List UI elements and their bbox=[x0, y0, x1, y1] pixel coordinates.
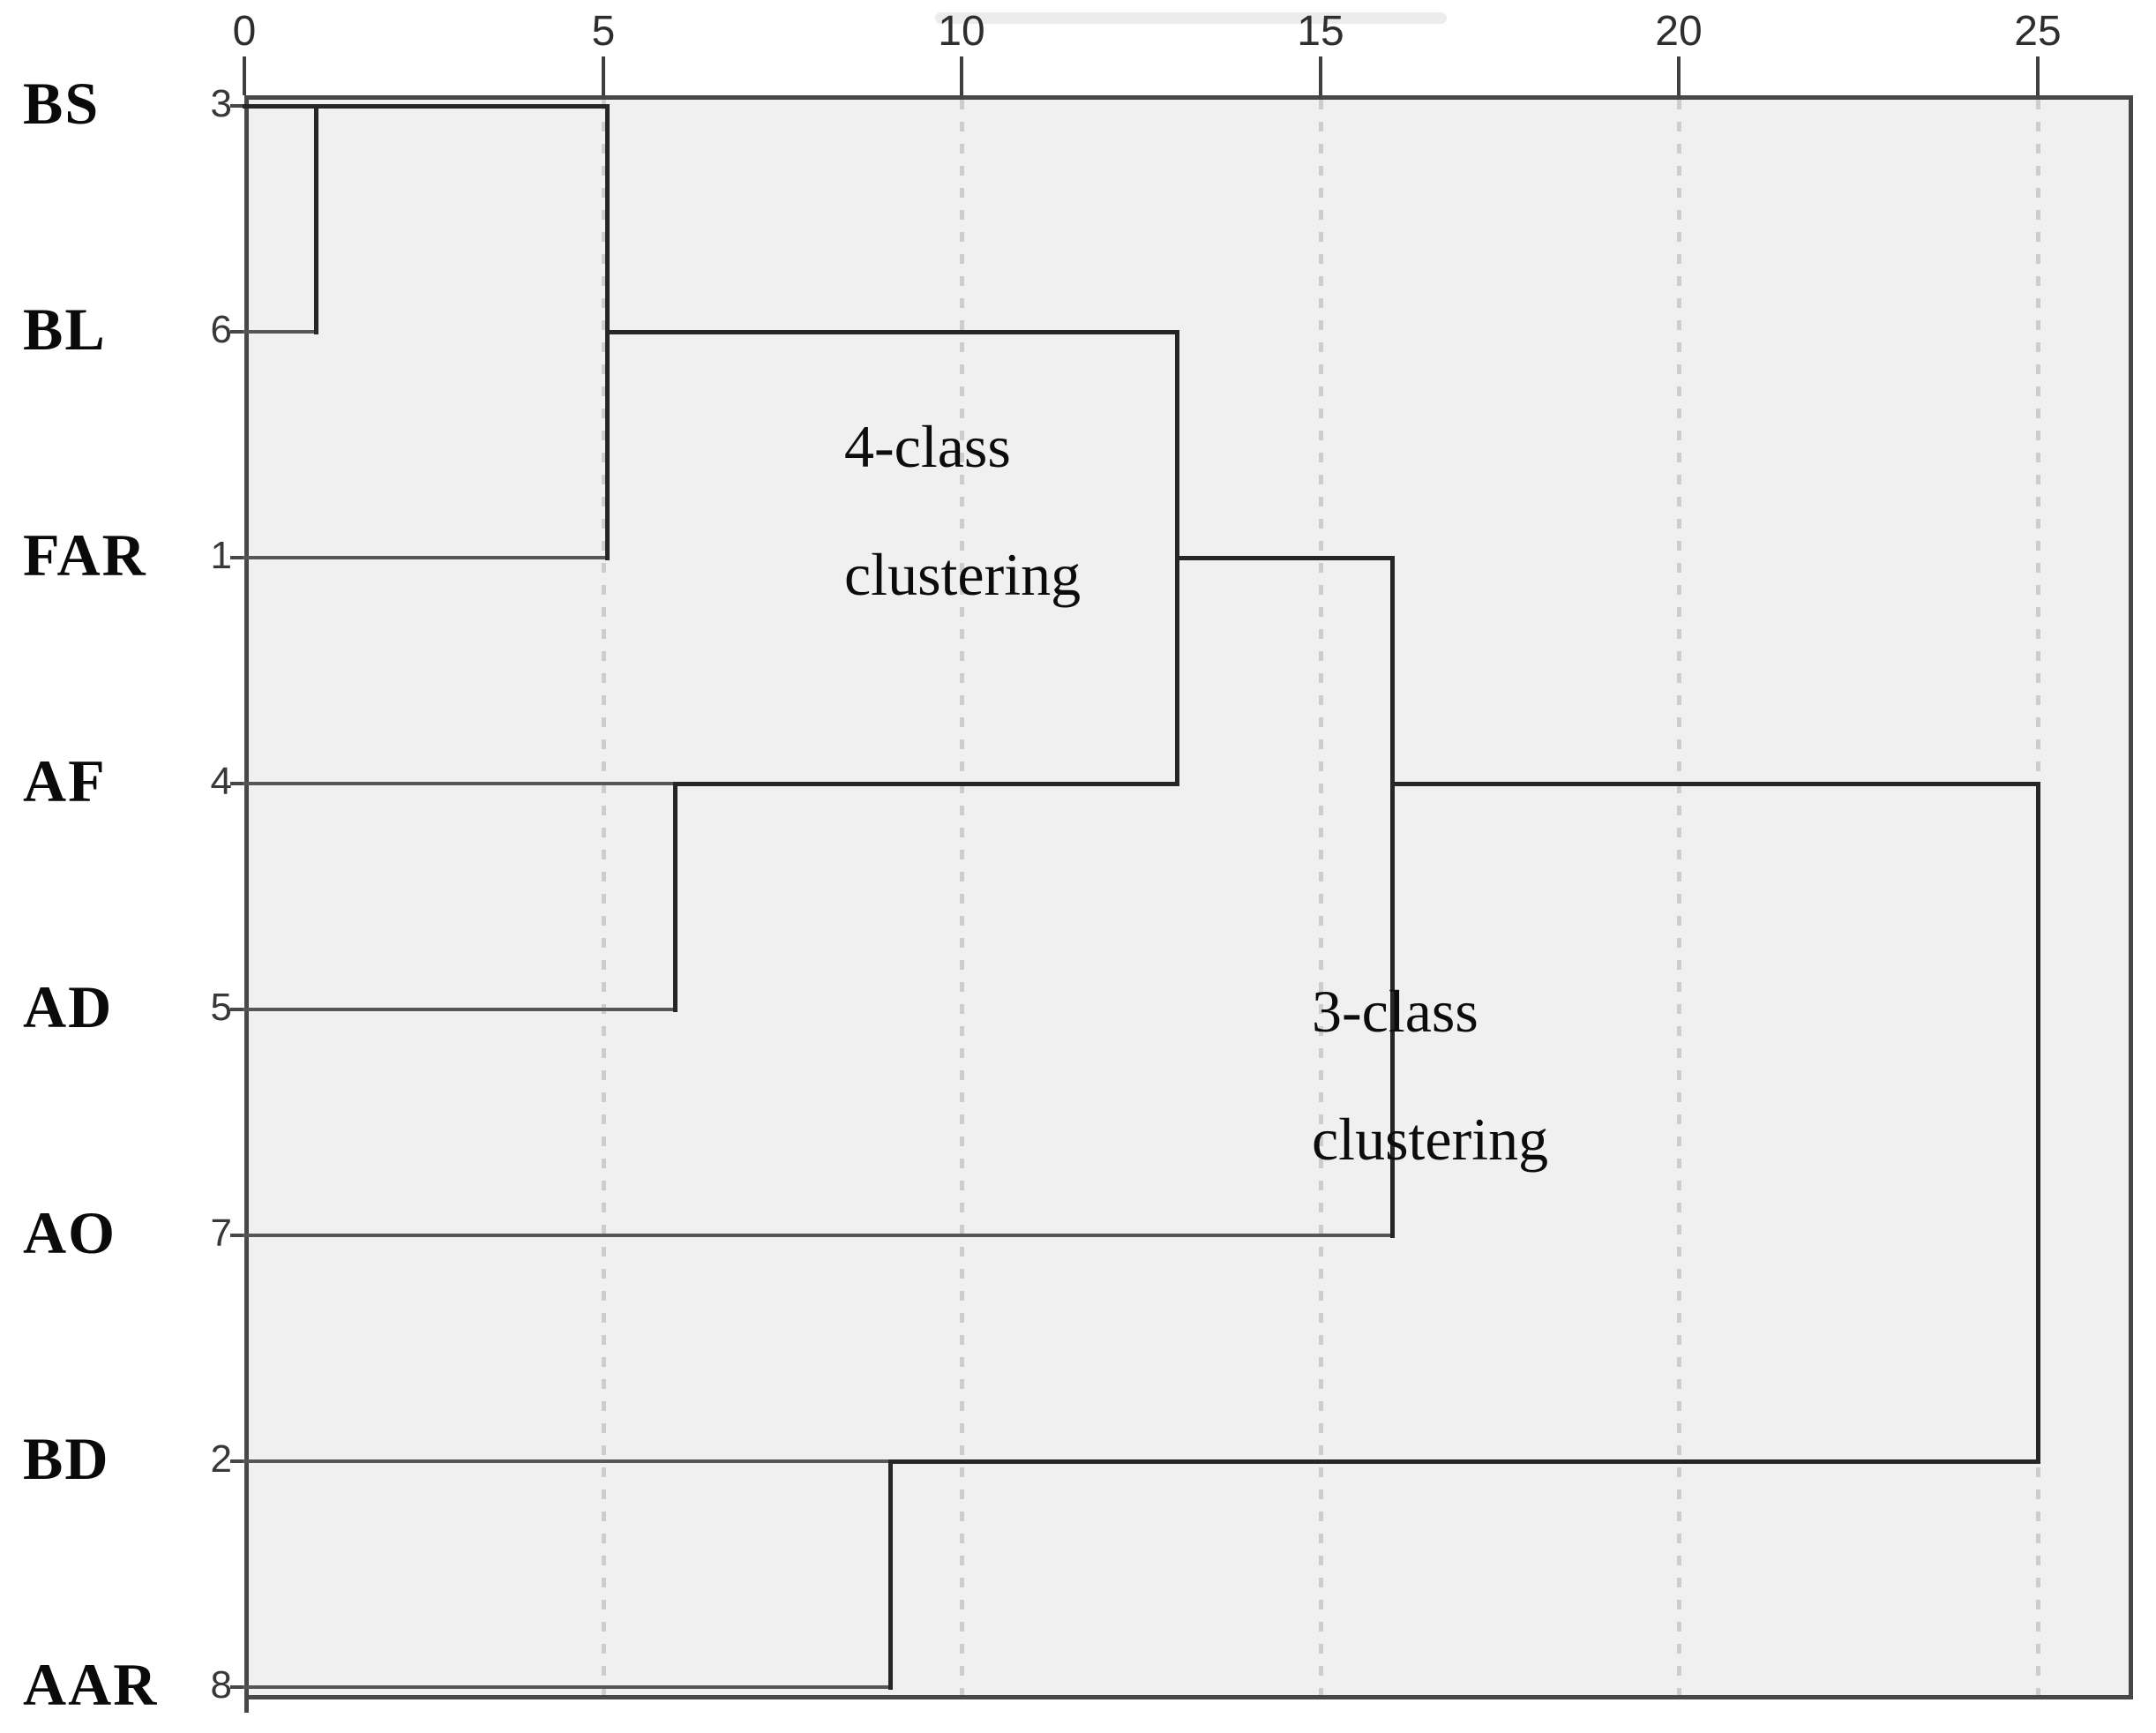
leaf-label-BS: BS bbox=[23, 70, 101, 137]
case-number-FAR: 1 bbox=[210, 534, 232, 577]
case-number-BD: 2 bbox=[210, 1437, 232, 1481]
leaf-label-AD: AD bbox=[23, 973, 114, 1040]
gridline-20 bbox=[1677, 100, 1681, 1695]
dendro-hline-0 bbox=[243, 104, 610, 109]
dendro-hline-3 bbox=[243, 782, 677, 785]
axis-bottom-tail bbox=[244, 1699, 249, 1713]
case-number-AO: 7 bbox=[210, 1212, 232, 1255]
leaf-label-AAR: AAR bbox=[23, 1651, 159, 1718]
dendro-hline-1 bbox=[243, 330, 318, 334]
axis-tick-label-5: 5 bbox=[591, 8, 616, 55]
row-tick-AAR bbox=[230, 1685, 244, 1689]
axis-tick-0 bbox=[243, 56, 246, 95]
dendro-hline-6 bbox=[243, 1234, 1395, 1237]
dendro-vline-5 bbox=[1390, 556, 1395, 1238]
row-tick-AO bbox=[230, 1234, 244, 1237]
dendro-vline-0 bbox=[314, 104, 318, 334]
axis-tick-25 bbox=[2036, 56, 2040, 95]
dendro-vline-6 bbox=[2036, 782, 2040, 1464]
dendro-hline-7 bbox=[243, 1459, 893, 1463]
annotation-3-class-line1: 3-class bbox=[1312, 978, 1479, 1045]
row-tick-AF bbox=[230, 782, 244, 785]
dendro-hline-4 bbox=[673, 782, 1179, 786]
axis-tick-label-10: 10 bbox=[938, 8, 985, 55]
gridline-15 bbox=[1319, 100, 1323, 1695]
leaf-label-FAR: FAR bbox=[23, 521, 147, 589]
row-tick-FAR bbox=[230, 556, 244, 559]
dendro-hline-10 bbox=[605, 330, 1179, 334]
gridline-10 bbox=[960, 100, 964, 1695]
axis-tick-label-15: 15 bbox=[1297, 8, 1344, 55]
row-tick-BL bbox=[230, 330, 244, 334]
case-number-AD: 5 bbox=[210, 986, 232, 1029]
row-tick-AD bbox=[230, 1008, 244, 1011]
case-number-AAR: 8 bbox=[210, 1663, 232, 1707]
dendro-hline-5 bbox=[243, 1008, 677, 1011]
annotation-3-class-line2: clustering bbox=[1312, 1106, 1549, 1173]
dendro-vline-1 bbox=[605, 104, 610, 560]
dendro-hline-8 bbox=[888, 1459, 2040, 1464]
dendro-hline-2 bbox=[243, 556, 610, 559]
annotation-4-class-line1: 4-class bbox=[844, 413, 1011, 480]
case-number-AF: 4 bbox=[210, 760, 232, 803]
leaf-label-AF: AF bbox=[23, 747, 107, 814]
axis-tick-15 bbox=[1319, 56, 1322, 95]
case-number-BL: 6 bbox=[210, 308, 232, 351]
axis-tick-label-0: 0 bbox=[232, 8, 257, 55]
leaf-label-BD: BD bbox=[23, 1425, 110, 1492]
plot-area bbox=[244, 95, 2133, 1699]
dendro-hline-11 bbox=[1175, 556, 1395, 560]
leaf-label-BL: BL bbox=[23, 296, 107, 363]
dendro-hline-9 bbox=[243, 1685, 893, 1689]
axis-tick-10 bbox=[960, 56, 963, 95]
axis-tick-label-25: 25 bbox=[2014, 8, 2062, 55]
dendro-hline-12 bbox=[1390, 782, 2040, 786]
row-tick-BD bbox=[230, 1459, 244, 1463]
case-number-BS: 3 bbox=[210, 82, 232, 125]
axis-tick-20 bbox=[1677, 56, 1681, 95]
dendro-vline-3 bbox=[888, 1459, 893, 1690]
axis-tick-label-20: 20 bbox=[1655, 8, 1703, 55]
leaf-label-AO: AO bbox=[23, 1199, 116, 1266]
scan-artifact bbox=[935, 12, 1447, 24]
axis-tick-5 bbox=[602, 56, 605, 95]
gridline-5 bbox=[602, 100, 606, 1695]
dendro-vline-2 bbox=[673, 782, 677, 1012]
dendro-vline-4 bbox=[1175, 330, 1179, 786]
annotation-4-class-line2: clustering bbox=[844, 541, 1082, 608]
row-tick-BS bbox=[230, 104, 244, 108]
